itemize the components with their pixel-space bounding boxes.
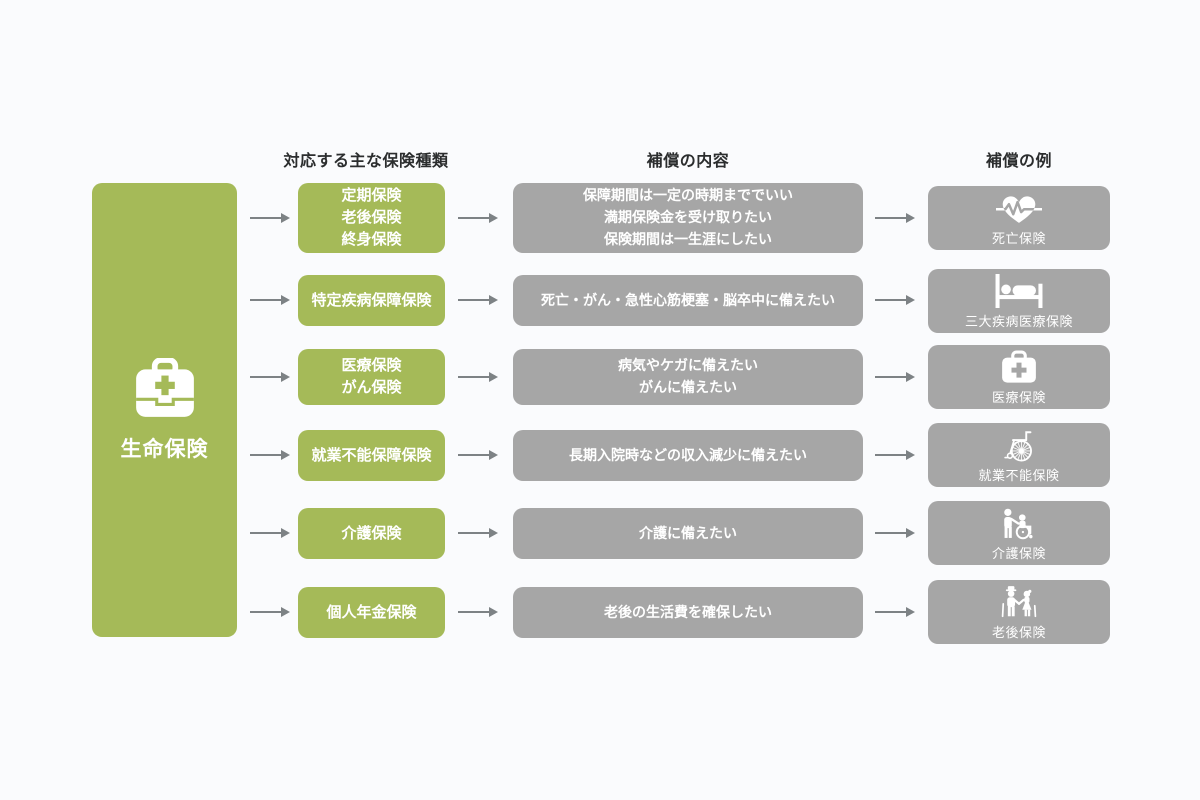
- type-label-2: 特定疾病保障保険: [311, 291, 432, 309]
- type-box-1: 定期保険 老後保険 終身保険: [298, 183, 445, 253]
- type-label-1: 定期保険 老後保険 終身保険: [341, 187, 402, 248]
- example-label-6: 老後保険: [991, 625, 1046, 640]
- example-box-5: 介護保険: [928, 501, 1110, 565]
- medical-bag-icon: [132, 357, 198, 423]
- content-box-1: 保障期間は一定の時期まででいい 満期保険金を受け取りたい 保険期間は一生涯にした…: [513, 183, 863, 253]
- arrow-root-to-type-2: [250, 294, 290, 306]
- arrow-root-to-type-1: [250, 212, 290, 224]
- header-coverage-examples: 補償の例: [985, 153, 1052, 170]
- example-box-4: 就業不能保険: [928, 423, 1110, 487]
- arrow-type-to-content-2: [458, 294, 498, 306]
- arrow-content-to-example-4: [875, 449, 915, 461]
- example-label-4: 就業不能保険: [978, 468, 1060, 483]
- type-box-3: 医療保険 がん保険: [298, 349, 445, 405]
- example-box-6: 老後保険: [928, 580, 1110, 644]
- arrow-content-to-example-3: [875, 371, 915, 383]
- arrow-content-to-example-5: [875, 527, 915, 539]
- header-insurance-types: 対応する主な保険種類: [283, 153, 449, 170]
- type-box-2: 特定疾病保障保険: [298, 275, 445, 326]
- type-box-4: 就業不能保障保険: [298, 430, 445, 481]
- arrow-root-to-type-4: [250, 449, 290, 461]
- type-label-4: 就業不能保障保険: [311, 446, 432, 464]
- life-insurance-root-box: 生命保険: [92, 183, 237, 637]
- example-label-5: 介護保険: [991, 546, 1046, 561]
- arrow-root-to-type-5: [250, 527, 290, 539]
- content-box-6: 老後の生活費を確保したい: [513, 587, 863, 638]
- arrow-root-to-type-3: [250, 371, 290, 383]
- arrow-root-to-type-6: [250, 606, 290, 618]
- header-coverage-content: 補償の内容: [646, 153, 730, 170]
- arrow-content-to-example-2: [875, 294, 915, 306]
- elderly-couple-icon: [998, 585, 1040, 619]
- type-box-5: 介護保険: [298, 508, 445, 559]
- content-label-3: 病気やケガに備えたい がんに備えたい: [618, 357, 758, 395]
- content-label-6: 老後の生活費を確保したい: [604, 603, 772, 620]
- content-box-5: 介護に備えたい: [513, 508, 863, 559]
- content-label-4: 長期入院時などの収入減少に備えたい: [569, 446, 807, 463]
- content-box-3: 病気やケガに備えたい がんに備えたい: [513, 349, 863, 405]
- content-label-2: 死亡・がん・急性心筋梗塞・脳卒中に備えたい: [541, 291, 835, 308]
- example-box-2: 三大疾病医療保険: [928, 269, 1110, 333]
- content-label-1: 保障期間は一定の時期まででいい 満期保険金を受け取りたい 保険期間は一生涯にした…: [583, 187, 793, 247]
- heartbeat-heart-icon: [996, 191, 1042, 225]
- example-label-3: 医療保険: [991, 390, 1046, 405]
- type-box-6: 個人年金保険: [298, 587, 445, 638]
- example-box-1: 死亡保険: [928, 186, 1110, 250]
- type-label-3: 医療保険 がん保険: [341, 357, 402, 396]
- arrow-content-to-example-6: [875, 606, 915, 618]
- arrow-type-to-content-6: [458, 606, 498, 618]
- example-label-2: 三大疾病医療保険: [964, 314, 1073, 329]
- type-label-5: 介護保険: [341, 524, 402, 542]
- wheelchair-icon: [998, 428, 1040, 462]
- example-box-3: 医療保険: [928, 345, 1110, 409]
- content-box-2: 死亡・がん・急性心筋梗塞・脳卒中に備えたい: [513, 275, 863, 326]
- arrow-type-to-content-5: [458, 527, 498, 539]
- hospital-bed-icon: [993, 274, 1045, 308]
- arrow-type-to-content-1: [458, 212, 498, 224]
- first-aid-kit-icon: [999, 350, 1039, 384]
- arrow-type-to-content-3: [458, 371, 498, 383]
- arrow-type-to-content-4: [458, 449, 498, 461]
- type-label-6: 個人年金保険: [326, 603, 417, 621]
- life-insurance-label: 生命保険: [120, 438, 209, 461]
- content-label-5: 介護に備えたい: [639, 524, 737, 541]
- arrow-content-to-example-1: [875, 212, 915, 224]
- caregiver-wheelchair-icon: [998, 506, 1040, 540]
- example-label-1: 死亡保険: [991, 231, 1046, 246]
- content-box-4: 長期入院時などの収入減少に備えたい: [513, 430, 863, 481]
